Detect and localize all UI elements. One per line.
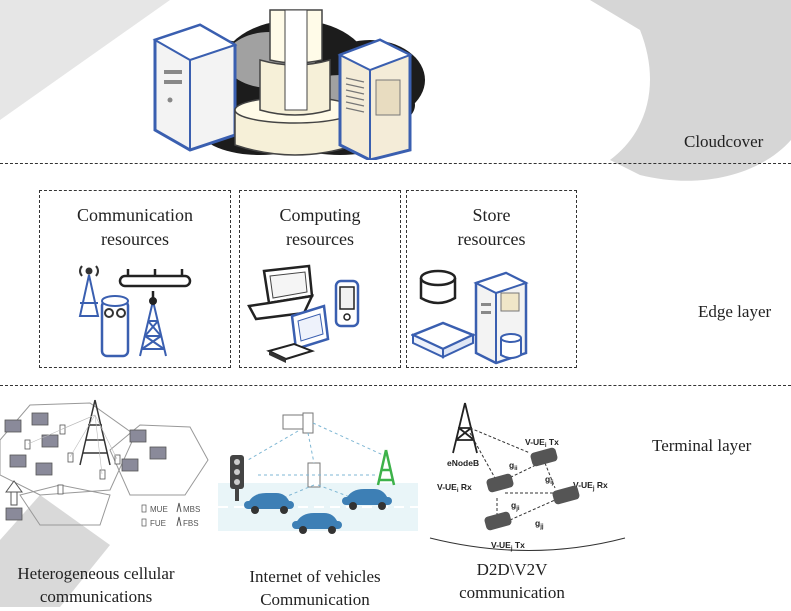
store-resources-box: Store resources [406,190,577,368]
vehicles-caption-line2: Communication [260,590,370,609]
edge-layer-label: Edge layer [698,302,772,321]
vue-tx-top-label: V-UEi Tx [525,437,559,449]
cellular-caption-line2: communications [39,587,153,606]
pda-device-icon [334,279,360,328]
enodeb-tower-icon [452,402,478,454]
legend-fbs: FBS [183,519,199,528]
laptop-icon [247,264,315,321]
divider-edge-terminal [0,385,791,386]
vehicle-icons [244,489,392,534]
gain-jj-label: gjj [535,518,544,530]
computing-title-line1: Computing [279,205,361,225]
v2v-car-icons [484,447,580,531]
vue-tx-bottom-label: V-UEj Tx [491,540,525,552]
d2d-v2v-diagram: eNodeB V-UEi Tx V-UEi Rx V-UEj Rx V-UEj … [429,402,626,552]
d2d-caption-line2: communication [459,583,565,602]
green-tower-icon [376,449,396,486]
up-arrow-icon [5,480,23,506]
store-title-line2: resources [457,229,526,249]
storage-cylinder-icon [500,333,522,359]
database-disk-icon [419,269,457,305]
heterogeneous-cellular-diagram: MUE MBS FUE FBS [0,399,209,528]
cloud-illustration [152,9,425,160]
mobile-phones [24,424,121,495]
vue-rx-left-label: V-UEi Rx [437,482,472,494]
watermark-arrow [0,495,110,607]
cellular-caption: Heterogeneous cellular communications [0,562,196,608]
vue-rx-right-label: V-UEj Rx [573,480,608,492]
computing-title-line2: resources [286,229,354,249]
computing-equipment-icons [247,264,360,363]
storage-tray-icon [411,321,477,359]
storage-equipment-icons [411,269,529,365]
store-title-line1: Store [472,205,511,225]
store-resources-title: Store resources [407,203,576,251]
gain-ii-label: gii [509,460,518,472]
watermark-triangle [0,0,170,120]
server-left-icon [152,23,238,152]
cellular-legend: MUE MBS FUE FBS [141,502,200,528]
cell-tower-icon [139,291,167,357]
legend-mbs: MBS [183,505,200,514]
control-station-icon [282,412,314,434]
communication-title-line1: Communication [77,205,193,225]
divider-cloud-edge [0,163,791,164]
legend-fue: FUE [150,519,166,528]
gain-ji-label: gji [511,500,520,512]
communication-resources-title: Communication resources [40,203,230,251]
legend-mue: MUE [150,505,168,514]
base-station-cylinder-icon [100,295,130,358]
desktop-monitor-icon [266,304,330,363]
d2d-caption: D2D\V2V communication [430,558,594,604]
terminal-layer-label: Terminal layer [652,436,752,455]
internet-of-vehicles-diagram [218,412,418,534]
gain-ij-label: gij [545,474,554,486]
vehicles-caption: Internet of vehicles Communication [223,565,407,611]
antenna-bar-icon [118,269,192,288]
traffic-light-icon [230,455,244,501]
cloud-layer-label: Cloudcover [684,132,764,151]
server-rack-icon [337,38,413,160]
wireless-antenna-icon [78,265,100,317]
d2d-caption-line1: D2D\V2V [476,560,548,579]
watermark-arc [590,0,791,181]
datacenter-tower-icon [234,9,356,156]
communication-equipment-icons [78,265,192,358]
femto-buildings [4,412,167,521]
communication-resources-box: Communication resources [39,190,231,368]
computing-resources-title: Computing resources [240,203,400,251]
enodeb-label: eNodeB [447,458,479,468]
cellular-caption-line1: Heterogeneous cellular [17,564,175,583]
vehicles-caption-line1: Internet of vehicles [249,567,381,586]
macro-base-station-icon [79,399,111,466]
computing-resources-box: Computing resources [239,190,401,368]
communication-title-line2: resources [101,229,169,249]
